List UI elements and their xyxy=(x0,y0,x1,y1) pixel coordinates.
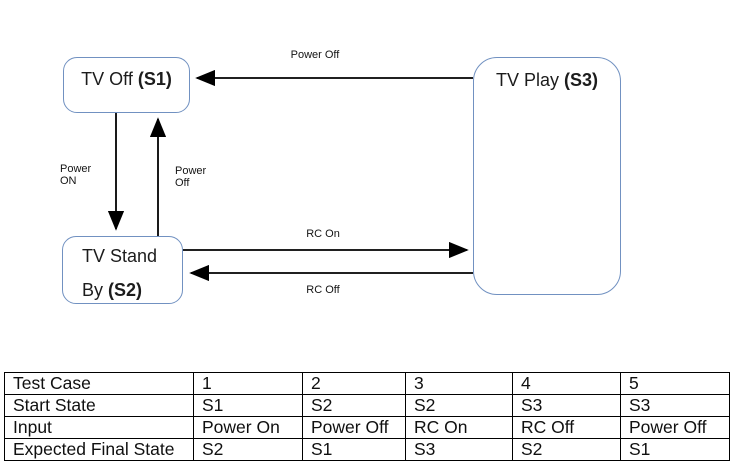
transition-arrows-svg xyxy=(107,69,473,282)
table-cell: Power Off xyxy=(620,416,730,439)
row-header: Start State xyxy=(4,394,194,417)
transition-label-power-off-top: Power Off xyxy=(290,49,340,61)
table-cell: 4 xyxy=(512,372,621,395)
table-cell: 2 xyxy=(302,372,406,395)
state-box-tv-play: TV Play (S3) xyxy=(473,57,621,295)
table-cell: S1 xyxy=(193,394,303,417)
table-cell: Power On xyxy=(193,416,303,439)
state-label-line2: By (S2) xyxy=(82,280,143,300)
table-cell: 3 xyxy=(405,372,513,395)
table-cell: S3 xyxy=(405,438,513,461)
table-row-input: Input Power On Power Off RC On RC Off Po… xyxy=(4,416,730,439)
table-cell: 5 xyxy=(620,372,730,395)
table-cell: RC On xyxy=(405,416,513,439)
table-cell: S2 xyxy=(405,394,513,417)
table-cell: S1 xyxy=(302,438,406,461)
state-code: (S3) xyxy=(564,70,599,90)
transition-label-rc-on: RC On xyxy=(306,228,340,240)
row-header: Test Case xyxy=(4,372,194,395)
transition-label-rc-off: RC Off xyxy=(306,284,340,296)
table-cell: S3 xyxy=(512,394,621,417)
state-code: (S1) xyxy=(137,69,172,89)
table-row-start-state: Start State S1 S2 S2 S3 S3 xyxy=(4,394,730,417)
state-code: (S2) xyxy=(108,280,143,300)
table-cell: S3 xyxy=(620,394,730,417)
table-cell: S1 xyxy=(620,438,730,461)
state-label-line1: TV Stand xyxy=(82,246,158,266)
table-cell: RC Off xyxy=(512,416,621,439)
table-cell: S2 xyxy=(193,438,303,461)
table-row-expected-final-state: Expected Final State S2 S1 S3 S2 S1 xyxy=(4,438,730,461)
table-cell: S2 xyxy=(302,394,406,417)
state-label: TV Off xyxy=(81,69,133,89)
state-box-tv-standby: TV Stand By (S2) xyxy=(62,236,183,304)
table-cell: S2 xyxy=(512,438,621,461)
table-cell: Power Off xyxy=(302,416,406,439)
transition-label-power-on: Power ON xyxy=(60,163,92,187)
test-case-table: Test Case 1 2 3 4 5 Start State S1 S2 S2… xyxy=(4,372,730,461)
row-header: Input xyxy=(4,416,194,439)
state-label: TV Play xyxy=(495,70,559,90)
table-row-test-case: Test Case 1 2 3 4 5 xyxy=(4,372,730,395)
row-header: Expected Final State xyxy=(4,438,194,461)
table-cell: 1 xyxy=(193,372,303,395)
transition-label-power-off-vertical: Power Off xyxy=(175,165,207,189)
state-box-tv-off: TV Off (S1) xyxy=(63,57,190,113)
